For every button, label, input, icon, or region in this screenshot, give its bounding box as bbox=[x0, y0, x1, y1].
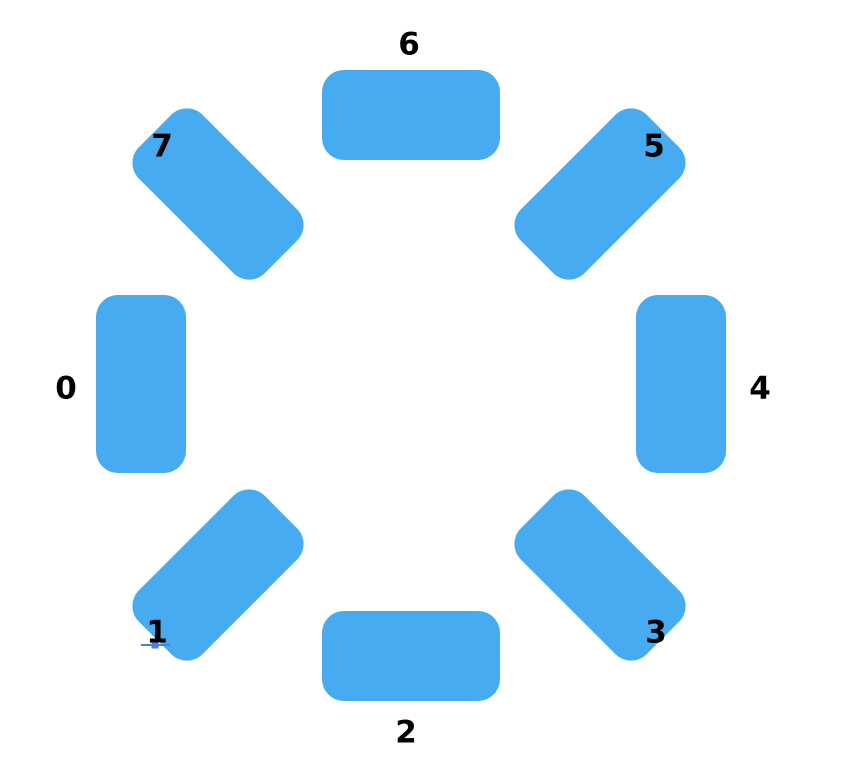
node-label-4: 4 bbox=[749, 371, 771, 407]
node-label-7: 7 bbox=[151, 129, 173, 165]
node-label-0: 0 bbox=[55, 371, 77, 407]
node-label-1: 1 bbox=[146, 615, 168, 651]
node-rect-6[interactable] bbox=[322, 70, 500, 160]
node-rect-0[interactable] bbox=[96, 295, 186, 473]
node-rect-3[interactable] bbox=[505, 480, 695, 670]
node-rect-7[interactable] bbox=[123, 99, 313, 289]
node-label-3: 3 bbox=[645, 615, 667, 651]
tick-marker-point[interactable] bbox=[151, 641, 159, 649]
node-label-2: 2 bbox=[395, 715, 417, 751]
node-rect-2[interactable] bbox=[322, 611, 500, 701]
node-group bbox=[96, 70, 726, 701]
node-rect-1[interactable] bbox=[123, 480, 313, 670]
node-label-6: 6 bbox=[398, 27, 420, 63]
node-rect-4[interactable] bbox=[636, 295, 726, 473]
label-group: 0 1 2 3 4 5 6 7 bbox=[55, 27, 771, 751]
node-rect-5[interactable] bbox=[505, 99, 695, 289]
annotation-group bbox=[141, 641, 170, 649]
node-label-5: 5 bbox=[643, 129, 665, 165]
